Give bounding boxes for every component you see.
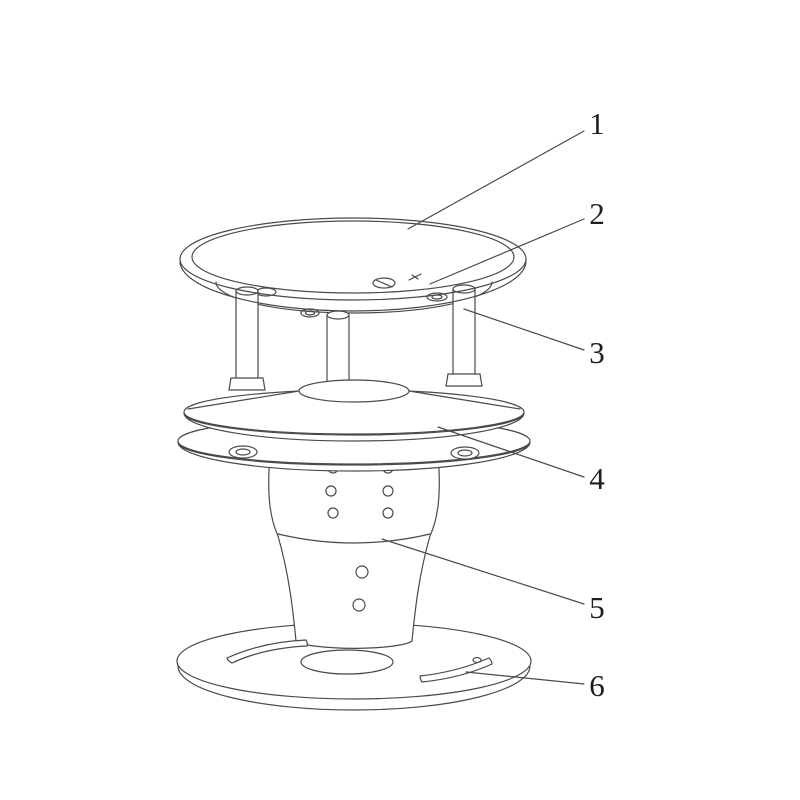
cap-outer-edge [179, 217, 527, 301]
body-silhouette [268, 451, 440, 649]
disc-screw-hole-right [457, 449, 473, 457]
tapered-body [268, 451, 440, 649]
leader-line-6 [465, 671, 585, 685]
body-vent-hole [325, 485, 337, 497]
cap-chamfer-edge [191, 220, 515, 294]
post-middle-top [326, 310, 350, 320]
cap-mark [411, 274, 419, 280]
callout-label-4: 4 [589, 461, 605, 496]
disc-screw-hole-left [235, 448, 251, 456]
funnel-edge-right [408, 390, 521, 410]
leader-line-5 [381, 538, 585, 605]
callout-label-6: 6 [589, 668, 605, 703]
base-plate-rim-edge [177, 665, 531, 711]
funnel-edge-left [187, 390, 300, 410]
body-lower-hole [352, 598, 366, 612]
upper-disc-rim [183, 412, 525, 442]
leader-line-4 [437, 426, 585, 478]
leader-line-1 [407, 130, 585, 230]
cap-screw-slot [375, 279, 393, 288]
disc-screw-boss-left [228, 445, 258, 459]
base-center-hole [300, 649, 394, 675]
callout-numbers: 1 2 3 4 5 6 [589, 106, 605, 703]
cap-screw [372, 277, 396, 289]
post-right-shaft [452, 288, 476, 377]
callout-label-3: 3 [589, 335, 605, 370]
lower-disc-rim [177, 441, 531, 472]
cap-surface-details [372, 273, 422, 289]
base-arc-slot-left [226, 639, 308, 664]
callout-label-5: 5 [589, 590, 605, 625]
leader-lines [381, 130, 585, 685]
funnel-top-collar [298, 379, 410, 403]
underplate-hole-inner [304, 310, 316, 316]
sensor-head-funnel [187, 379, 521, 410]
top-cap-disc [179, 217, 527, 312]
body-seam-line [277, 533, 431, 544]
leader-line-3 [463, 308, 585, 351]
callout-label-2: 2 [589, 196, 605, 231]
base-arc-slot-right [419, 657, 493, 683]
cap-lower-rim [179, 260, 527, 312]
underplate-hole [426, 292, 448, 302]
body-vent-hole [382, 507, 394, 519]
post-middle-shaft [326, 314, 350, 389]
body-vent-hole [327, 507, 339, 519]
disc-screw-boss-right [450, 446, 480, 460]
post-left-shaft [235, 290, 259, 381]
callout-label-1: 1 [589, 106, 605, 141]
base-plate-details [226, 639, 493, 683]
body-vent-hole [382, 485, 394, 497]
base-small-hole [472, 656, 482, 664]
leader-line-2 [429, 218, 585, 285]
post-left-foot [228, 377, 266, 391]
body-lower-hole [355, 565, 369, 579]
post-right-foot [445, 373, 483, 387]
